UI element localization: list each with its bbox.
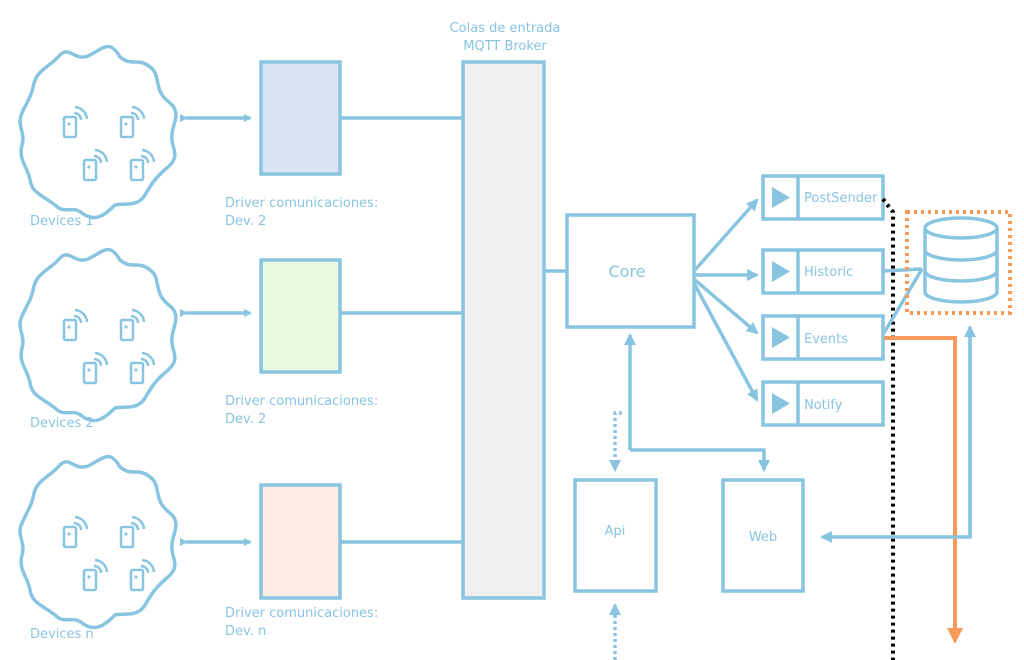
- system-boundary-line: [881, 197, 895, 660]
- core-label: Core: [608, 262, 645, 281]
- events-db-line: [882, 268, 924, 334]
- devices-label: Devices 2: [30, 416, 94, 431]
- events-output-arrow: [884, 336, 963, 644]
- mqtt-broker-bar[interactable]: [461, 60, 546, 600]
- driver-label-line1: Driver comunicaciones:: [225, 394, 378, 409]
- driver-label-line1: Driver comunicaciones:: [225, 606, 378, 621]
- processor-label: Notify: [804, 398, 843, 413]
- core-to-postsender-arrow: [693, 198, 759, 272]
- web-label: Web: [749, 530, 777, 545]
- devices-label: Devices n: [30, 627, 94, 642]
- historic-db-line: [883, 267, 923, 273]
- broker-title-line1: Colas de entrada: [450, 21, 561, 36]
- driver-label-line2: Dev. 2: [225, 412, 266, 427]
- device-group-2: Devices 2 Driver comunicaciones: Dev. 2: [18, 247, 463, 431]
- device-cloud-icon: [18, 454, 178, 630]
- processor-postsender[interactable]: PostSender: [761, 174, 885, 221]
- broker-title-line2: MQTT Broker: [463, 39, 547, 54]
- database-icon[interactable]: [923, 216, 999, 304]
- api-box[interactable]: [573, 478, 658, 593]
- core-web-arrow: [630, 448, 770, 472]
- device-group-1: Devices 1 Driver comunicaciones: Dev. 2: [18, 44, 463, 229]
- core-to-notify-arrow: [693, 284, 759, 402]
- core-box[interactable]: [565, 213, 696, 329]
- play-icon: [772, 187, 790, 208]
- api-label: Api: [605, 524, 626, 539]
- driver-label-line2: Dev. n: [225, 624, 266, 639]
- driver-label-line2: Dev. 2: [225, 214, 266, 229]
- driver-label-line1: Driver comunicaciones:: [225, 196, 378, 211]
- device-cloud-icon: [18, 247, 178, 423]
- play-icon: [772, 327, 790, 348]
- processor-events[interactable]: Events: [761, 314, 885, 361]
- device-group-n: Devices n Driver comunicaciones: Dev. n: [18, 454, 463, 642]
- processor-label: Events: [804, 332, 848, 347]
- database-container: [905, 210, 1012, 315]
- processor-historic[interactable]: Historic: [761, 248, 885, 295]
- processor-notify[interactable]: Notify: [761, 380, 885, 427]
- processor-label: PostSender: [804, 191, 878, 206]
- devices-label: Devices 1: [30, 214, 94, 229]
- play-icon: [772, 393, 790, 414]
- web-box[interactable]: [721, 478, 805, 593]
- driver-box[interactable]: [259, 60, 342, 176]
- core-to-events-arrow: [693, 278, 759, 335]
- processor-label: Historic: [804, 265, 853, 280]
- driver-box[interactable]: [259, 258, 342, 374]
- driver-box[interactable]: [259, 483, 342, 600]
- device-cloud-icon: [18, 44, 178, 220]
- api-input-dotted-arrow: [609, 411, 622, 472]
- play-icon: [772, 261, 790, 282]
